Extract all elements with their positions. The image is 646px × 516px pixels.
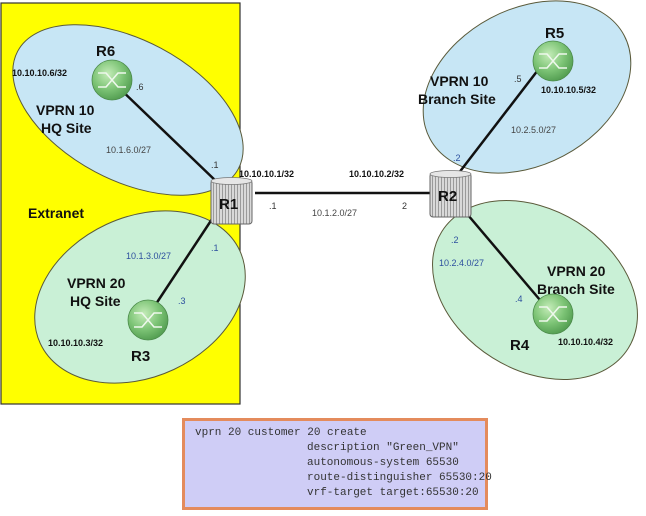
site-vprn10-branch-name: VPRN 10 (430, 73, 489, 89)
if-r2-to-r5: .2 (453, 153, 461, 163)
link-r1-r6 (115, 84, 219, 184)
router-r4[interactable]: R4 (510, 293, 574, 354)
if-r2-to-r4: .2 (451, 235, 459, 245)
loopback-r3: 10.10.10.3/32 (48, 338, 103, 348)
if-r1-to-r2: .1 (269, 201, 277, 211)
if-r3: .3 (178, 296, 186, 306)
if-r5: .5 (514, 74, 522, 84)
if-r2-to-r1: 2 (402, 201, 407, 211)
router-r6[interactable]: R6 (91, 43, 133, 101)
subnet-r2-r4: 10.2.4.0/27 (439, 258, 484, 268)
router-r1[interactable]: R1 (210, 177, 253, 225)
router-r1-label: R1 (219, 196, 238, 213)
config-code-box: vprn 20 customer 20 create description "… (182, 418, 492, 510)
link-r1-r3 (150, 209, 220, 311)
router-r4-label: R4 (510, 337, 530, 354)
router-r1-top (210, 177, 253, 185)
link-r2-r4 (461, 207, 541, 301)
router-r5[interactable]: R5 (532, 25, 574, 82)
subnet-r1-r3: 10.1.3.0/27 (126, 251, 171, 261)
config-line: vrf-target target:65530:20 (307, 487, 479, 499)
site-vprn20-hq (34, 210, 246, 384)
router-r6-arrows (98, 72, 126, 88)
site-vprn20-branch-type: Branch Site (537, 281, 615, 297)
subnet-r1-r2: 10.1.2.0/27 (312, 208, 357, 218)
loopback-r5: 10.10.10.5/32 (541, 85, 596, 95)
loopback-r6: 10.10.10.6/32 (12, 68, 67, 78)
extranet-label: Extranet (28, 205, 84, 221)
loopback-r2: 10.10.10.2/32 (349, 169, 404, 179)
subnet-r1-r6: 10.1.6.0/27 (106, 145, 151, 155)
router-r6-label: R6 (96, 43, 115, 60)
if-r6: .6 (136, 82, 144, 92)
config-line: vprn 20 customer 20 create (195, 427, 367, 439)
router-r5-label: R5 (545, 25, 564, 42)
router-r2[interactable]: R2 (429, 170, 472, 218)
subnet-r2-r5: 10.2.5.0/27 (511, 125, 556, 135)
if-r1-to-r3: .1 (211, 243, 219, 253)
site-vprn10-branch-type: Branch Site (418, 91, 496, 107)
site-vprn20-branch-name: VPRN 20 (547, 263, 606, 279)
site-vprn10-branch (422, 0, 632, 174)
router-r3-label: R3 (131, 348, 150, 365)
router-r5-arrows (539, 53, 567, 69)
link-r2-r5 (454, 69, 539, 179)
config-line: route-distinguisher 65530:20 (307, 472, 492, 484)
loopback-r1: 10.10.10.1/32 (239, 169, 294, 179)
if-r4: .4 (515, 294, 523, 304)
site-vprn10-hq-name: VPRN 10 (36, 102, 95, 118)
router-r2-top (429, 170, 472, 178)
router-r4-arrows (539, 306, 567, 322)
config-line: autonomous-system 65530 (307, 457, 459, 469)
if-r1-to-r6: .1 (211, 160, 219, 170)
router-r2-label: R2 (438, 188, 457, 205)
site-vprn20-hq-name: VPRN 20 (67, 275, 126, 291)
site-vprn10-hq-type: HQ Site (41, 120, 92, 136)
site-vprn20-branch (432, 200, 638, 380)
config-line: description "Green_VPN" (307, 442, 459, 454)
router-r3-arrows (134, 312, 162, 328)
site-vprn20-hq-type: HQ Site (70, 293, 121, 309)
loopback-r4: 10.10.10.4/32 (558, 337, 613, 347)
router-r3[interactable]: R3 (127, 299, 169, 365)
